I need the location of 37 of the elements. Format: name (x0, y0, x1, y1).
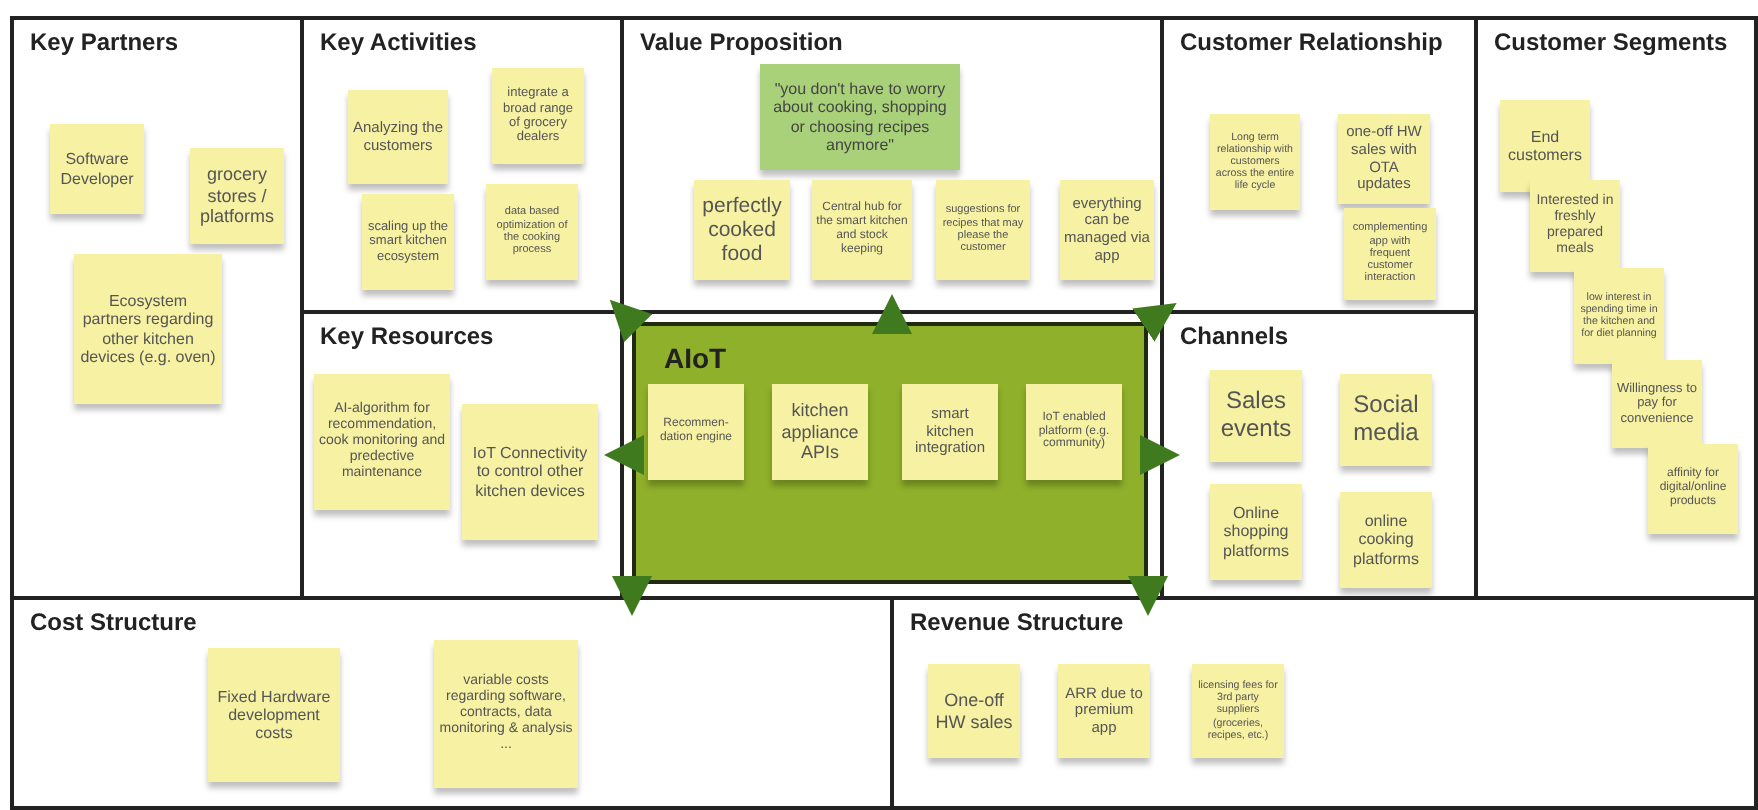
section-heading: AIoT (664, 342, 727, 374)
arrow (872, 294, 912, 334)
section-heading: Channels (1180, 322, 1289, 350)
section-heading: Customer Segments (1494, 28, 1728, 56)
arrow (1140, 435, 1180, 475)
sticky-note: kitchen appliance APIs (772, 384, 868, 480)
canvas-section (620, 16, 1164, 314)
canvas-section (1474, 16, 1758, 600)
sticky-note: "you don't have to worry about cooking, shopping or choosing recipes anymore" (760, 64, 960, 170)
canvas-section (10, 596, 894, 810)
arrow (604, 435, 644, 475)
sticky-note: Software Developer (50, 124, 144, 214)
arrow (612, 576, 652, 616)
section-heading: Cost Structure (30, 608, 197, 636)
section-heading: Customer Relationship (1180, 28, 1443, 56)
sticky-note: End customers (1500, 100, 1590, 192)
sticky-note: online cooking platforms (1340, 492, 1432, 588)
sticky-note: IoT Connectivity to control other kitchen devices (462, 404, 598, 540)
sticky-note: Online shopping platforms (1210, 484, 1302, 580)
canvas-section (10, 16, 304, 600)
arrow (1128, 576, 1168, 616)
sticky-note: Social media (1340, 374, 1432, 466)
sticky-note: Ecosystem partners regarding other kitchen devices (e.g. oven) (74, 254, 222, 404)
sticky-note: Fixed Hardware development costs (208, 648, 340, 782)
sticky-note: One-off HW sales (928, 664, 1020, 758)
arrow (609, 299, 653, 343)
sticky-note: grocery stores / platforms (190, 148, 284, 244)
sticky-note: Sales events (1210, 370, 1302, 462)
sticky-note: perfectly cooked food (694, 180, 790, 280)
section-heading: Key Partners (30, 28, 179, 56)
arrow (1132, 302, 1177, 342)
section-heading: Value Proposition (640, 28, 843, 56)
highlight-panel (632, 322, 1148, 584)
section-heading: Revenue Structure (910, 608, 1124, 636)
section-heading: Key Activities (320, 28, 477, 56)
section-heading: Key Resources (320, 322, 494, 350)
canvas-section (890, 596, 1758, 810)
